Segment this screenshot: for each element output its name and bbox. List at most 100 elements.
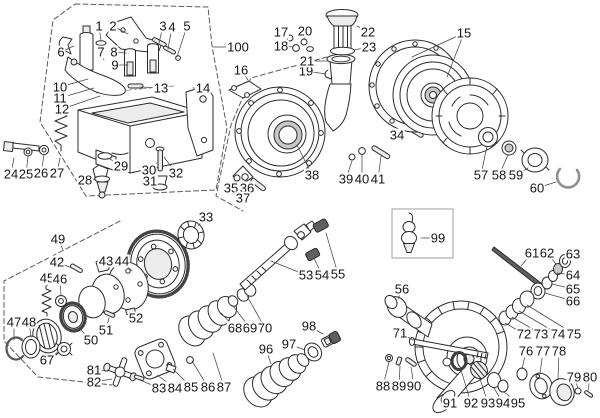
callout-74: 74 (549, 326, 567, 342)
callout-60: 60 (528, 180, 546, 196)
callout-26: 26 (32, 165, 50, 181)
callout-2: 2 (108, 18, 118, 34)
callout-33: 33 (197, 209, 215, 225)
part-filler-neck (324, 83, 352, 132)
part-spider-joint-82 (103, 357, 137, 387)
callout-68: 68 (226, 320, 244, 336)
callout-89: 89 (390, 378, 408, 394)
callout-85: 85 (182, 379, 200, 395)
callout-55: 55 (329, 266, 347, 282)
callout-3: 3 (158, 18, 168, 34)
callout-96: 96 (257, 341, 275, 357)
callout-69: 69 (241, 320, 259, 336)
callout-91: 91 (441, 395, 459, 411)
callout-1: 1 (94, 18, 104, 34)
callout-94: 94 (494, 395, 512, 411)
part-plug-98 (320, 330, 341, 348)
callout-95: 95 (509, 395, 527, 411)
callout-30: 30 (140, 162, 158, 178)
callout-63: 63 (564, 246, 582, 262)
callout-7: 7 (96, 44, 106, 60)
callout-52: 52 (127, 310, 145, 326)
callout-5: 5 (182, 18, 192, 34)
callout-36: 36 (238, 180, 256, 196)
part-top-bracket-2 (105, 16, 163, 54)
group-lift-housing-assembly (2, 3, 228, 199)
callout-99: 99 (429, 230, 447, 246)
callout-65: 65 (564, 281, 582, 297)
callout-92: 92 (462, 395, 480, 411)
group-pto-shaft (239, 218, 341, 408)
part-bearing-33 (177, 220, 205, 250)
callout-73: 73 (532, 326, 550, 342)
callout-87: 87 (215, 379, 233, 395)
callout-39: 39 (337, 171, 355, 187)
callout-81: 81 (85, 362, 103, 378)
callout-38: 38 (303, 167, 321, 183)
callout-31: 31 (141, 173, 159, 189)
callout-49: 49 (49, 231, 67, 247)
callout-76: 76 (517, 343, 535, 359)
callout-83: 83 (150, 380, 168, 396)
callout-24: 24 (2, 166, 20, 182)
callout-80: 80 (581, 369, 599, 385)
leader-line-15 (411, 32, 465, 58)
callout-48: 48 (20, 314, 38, 330)
callout-14: 14 (194, 80, 212, 96)
callout-98: 98 (300, 318, 318, 334)
callout-17: 17 (272, 24, 290, 40)
part-ring-gear-44 (126, 229, 190, 299)
leader-line-55 (325, 232, 339, 275)
callout-6: 6 (56, 44, 66, 60)
part-pinion-50 (59, 301, 87, 333)
leader-line-15 (446, 32, 465, 78)
callout-59: 59 (507, 167, 525, 183)
callout-78: 78 (550, 343, 568, 359)
callout-12: 12 (53, 101, 71, 117)
callout-57: 57 (472, 167, 490, 183)
callout-18: 18 (272, 38, 290, 54)
group-clutch-assembly (368, 39, 581, 189)
callout-50: 50 (82, 332, 100, 348)
callout-79: 79 (565, 369, 583, 385)
callout-77: 77 (534, 343, 552, 359)
callout-37: 37 (234, 190, 252, 206)
callout-82: 82 (85, 374, 103, 390)
callout-45: 45 (38, 270, 56, 286)
callout-42: 42 (48, 254, 66, 270)
callout-86: 86 (199, 379, 217, 395)
callout-4: 4 (167, 19, 177, 35)
callout-62: 62 (538, 245, 556, 261)
callout-22: 22 (359, 24, 377, 40)
callout-41: 41 (369, 171, 387, 187)
callout-32: 32 (167, 165, 185, 181)
callout-64: 64 (564, 267, 582, 283)
part-shaft-53 (239, 241, 294, 291)
callout-61: 61 (523, 245, 541, 261)
part-snap-ring-60 (555, 167, 581, 189)
callout-35: 35 (222, 180, 240, 196)
callout-46: 46 (51, 271, 69, 287)
callout-90: 90 (405, 378, 423, 394)
callout-40: 40 (353, 171, 371, 187)
callout-56: 56 (393, 281, 411, 297)
callout-25: 25 (17, 166, 35, 182)
part-boot-68 (178, 296, 238, 347)
callout-21: 21 (298, 53, 316, 69)
callout-66: 66 (564, 293, 582, 309)
callout-100: 100 (226, 39, 250, 55)
callout-75: 75 (565, 326, 583, 342)
callout-70: 70 (256, 320, 274, 336)
part-boot-96 (243, 353, 310, 408)
group-final-drive (384, 246, 594, 414)
callout-9: 9 (110, 57, 120, 73)
callout-10: 10 (51, 79, 69, 95)
callout-54: 54 (313, 267, 331, 283)
callout-47: 47 (5, 314, 23, 330)
callout-72: 72 (515, 326, 533, 342)
callout-58: 58 (490, 167, 508, 183)
callout-34: 34 (388, 127, 406, 143)
part-lever-arm (64, 56, 126, 96)
